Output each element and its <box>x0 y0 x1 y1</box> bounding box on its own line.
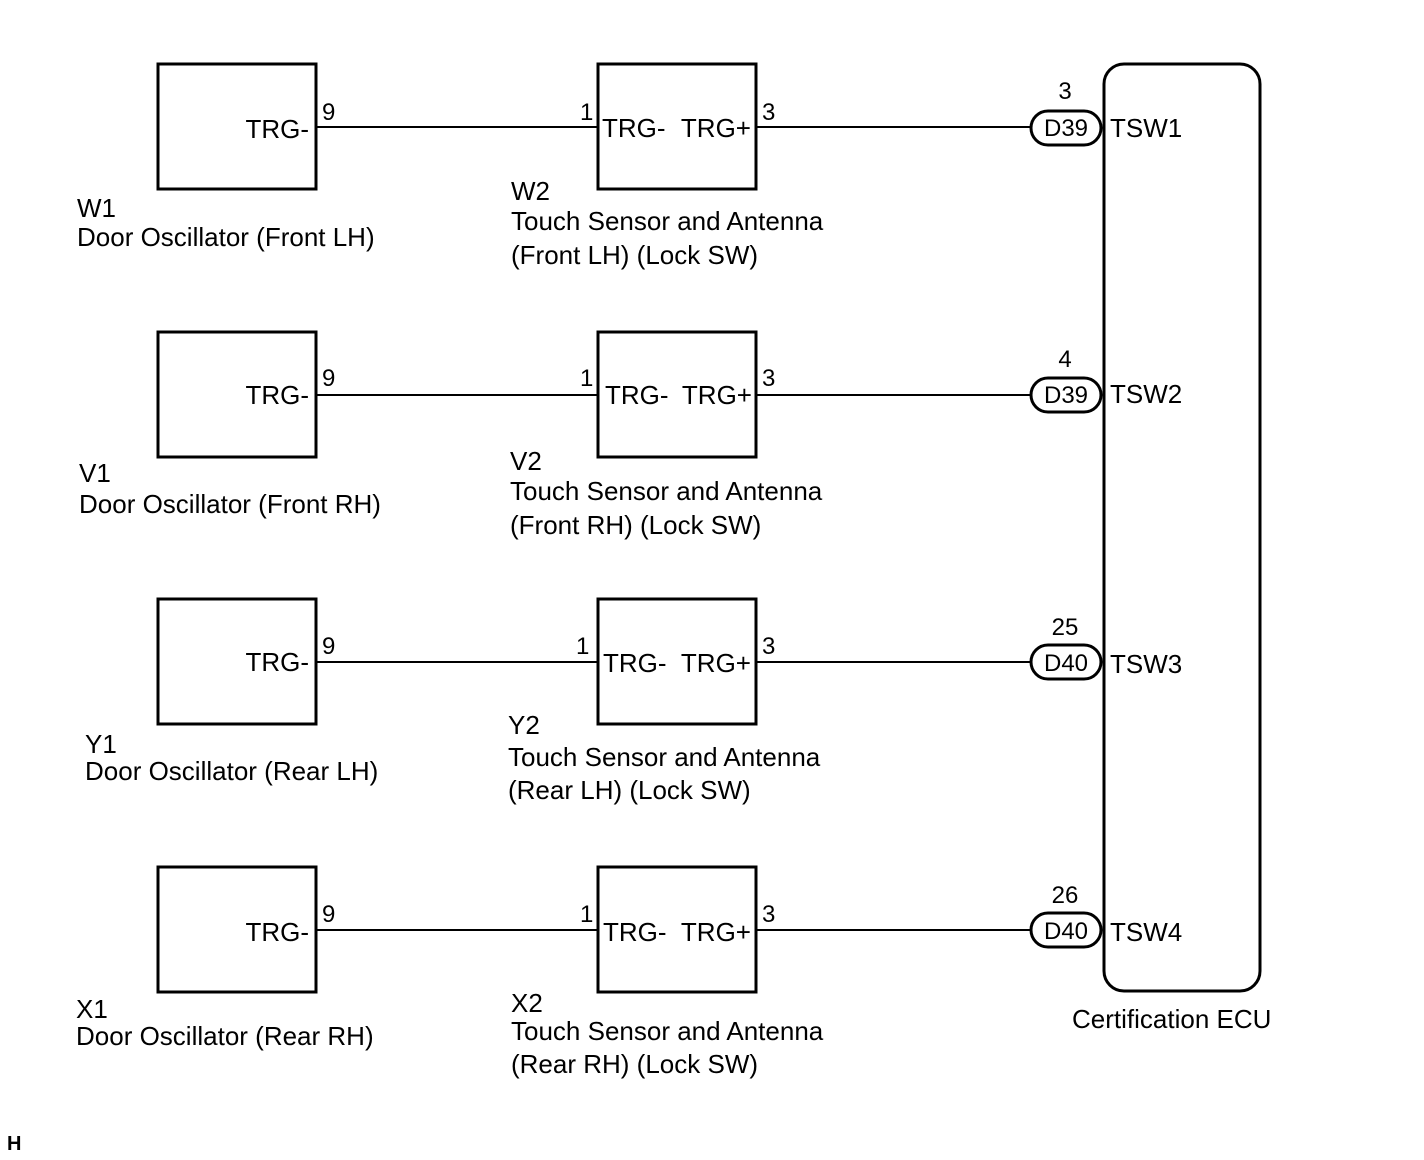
sensor-terminal-in: TRG- <box>603 917 667 947</box>
sensor-terminal-out: TRG+ <box>681 648 751 678</box>
sensor-code: X2 <box>511 988 543 1018</box>
sensor-name-line2: (Rear RH) (Lock SW) <box>511 1049 758 1079</box>
sensor-name-line2: (Front RH) (Lock SW) <box>510 510 761 540</box>
oscillator-pin: 9 <box>322 99 335 126</box>
door-oscillator-box <box>156 62 318 191</box>
sensor-name: Touch Sensor and Antenna <box>511 1016 824 1046</box>
connector-pin: 26 <box>1052 882 1079 909</box>
ecu-terminal: TSW1 <box>1110 113 1182 143</box>
sensor-terminal-in: TRG- <box>602 113 666 143</box>
connector-id: D39 <box>1044 115 1088 142</box>
oscillator-terminal: TRG- <box>245 917 309 947</box>
oscillator-pin: 9 <box>322 365 335 392</box>
sensor-pin-out: 3 <box>762 99 775 126</box>
connector-badge <box>1029 643 1103 681</box>
sensor-name: Touch Sensor and Antenna <box>511 206 824 236</box>
oscillator-pin: 9 <box>322 633 335 660</box>
ecu-terminal: TSW3 <box>1110 649 1182 679</box>
sensor-pin-in: 1 <box>576 633 589 660</box>
circuit-row-2: TRG- 9 1 TRG- TRG+ 3 4 D39 TSW2 V1 Door … <box>79 330 1182 540</box>
certification-ecu-box <box>1102 62 1262 993</box>
sensor-terminal-out: TRG+ <box>682 380 752 410</box>
connector-pin: 25 <box>1052 614 1079 641</box>
sensor-name-line2: (Front LH) (Lock SW) <box>511 240 758 270</box>
connector-id: D39 <box>1044 382 1088 409</box>
touch-sensor-box <box>596 597 758 726</box>
connector-badge <box>1029 376 1103 414</box>
sensor-code: W2 <box>511 176 550 206</box>
sensor-pin-in: 1 <box>580 901 593 928</box>
sensor-terminal-out: TRG+ <box>681 113 751 143</box>
sensor-name: Touch Sensor and Antenna <box>510 476 823 506</box>
sensor-pin-out: 3 <box>762 365 775 392</box>
sensor-pin-in: 1 <box>580 99 593 126</box>
oscillator-code: V1 <box>79 458 111 488</box>
ecu-name: Certification ECU <box>1072 1004 1271 1034</box>
sensor-pin-in: 1 <box>580 365 593 392</box>
oscillator-name: Door Oscillator (Rear RH) <box>76 1021 374 1051</box>
oscillator-terminal: TRG- <box>245 647 309 677</box>
ecu-terminal: TSW4 <box>1110 917 1182 947</box>
sensor-pin-out: 3 <box>762 901 775 928</box>
touch-sensor-box <box>596 62 758 191</box>
oscillator-code: X1 <box>76 994 108 1024</box>
oscillator-terminal: TRG- <box>245 114 309 144</box>
oscillator-name: Door Oscillator (Front RH) <box>79 489 381 519</box>
sensor-pin-out: 3 <box>762 633 775 660</box>
oscillator-pin: 9 <box>322 901 335 928</box>
door-oscillator-box <box>156 865 318 994</box>
oscillator-name: Door Oscillator (Front LH) <box>77 222 375 252</box>
connector-pin: 3 <box>1058 78 1071 105</box>
oscillator-code: Y1 <box>85 729 117 759</box>
door-oscillator-box <box>156 330 318 459</box>
sensor-name: Touch Sensor and Antenna <box>508 742 821 772</box>
circuit-row-1: TRG- 9 1 TRG- TRG+ 3 3 D39 TSW1 W1 Door … <box>77 62 1182 270</box>
oscillator-name: Door Oscillator (Rear LH) <box>85 756 378 786</box>
circuit-row-4: TRG- 9 1 TRG- TRG+ 3 26 D40 TSW4 X1 Door… <box>76 865 1182 1079</box>
oscillator-code: W1 <box>77 193 116 223</box>
touch-sensor-box <box>596 330 758 459</box>
oscillator-terminal: TRG- <box>245 380 309 410</box>
connector-badge <box>1029 109 1103 147</box>
sensor-code: V2 <box>510 446 542 476</box>
sensor-terminal-out: TRG+ <box>681 917 751 947</box>
connector-pin: 4 <box>1058 346 1071 373</box>
ecu-terminal: TSW2 <box>1110 379 1182 409</box>
connector-id: D40 <box>1044 918 1088 945</box>
connector-badge <box>1029 911 1103 949</box>
corner-mark: H <box>7 1133 21 1155</box>
circuit-row-3: TRG- 9 1 TRG- TRG+ 3 25 D40 TSW3 Y1 Door… <box>85 597 1182 805</box>
touch-sensor-box <box>596 865 758 994</box>
sensor-code: Y2 <box>508 710 540 740</box>
sensor-terminal-in: TRG- <box>603 648 667 678</box>
sensor-terminal-in: TRG- <box>605 380 669 410</box>
door-oscillator-box <box>156 597 318 726</box>
sensor-name-line2: (Rear LH) (Lock SW) <box>508 775 751 805</box>
connector-id: D40 <box>1044 650 1088 677</box>
